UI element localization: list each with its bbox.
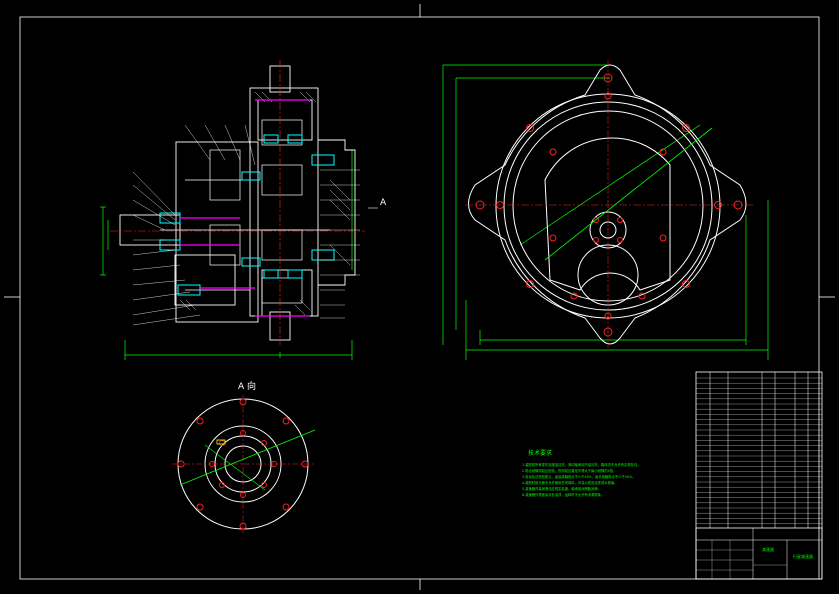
drawing-name: 减速器 [762, 546, 774, 552]
note-line: 4.装配时剖分面不允许使用任何填料，可涂以密封油漆或水玻璃。 [522, 480, 617, 485]
note-line: 5.减速器内装润滑油至规定高度，轴承用润滑脂润滑。 [522, 486, 601, 491]
title-block: 减速器 行星减速器 [695, 527, 823, 580]
note-line: 2.啮合侧隙用铅丝检验，所用铅丝直径不得大于最小侧隙的4倍。 [522, 468, 616, 473]
note-line: 1.装配前所有零件用煤油清洗，滚动轴承用汽油清洗，箱体内不允许有杂物存在。 [522, 462, 641, 467]
drawing-frame [4, 4, 835, 590]
technical-notes: 技术要求 1.装配前所有零件用煤油清洗，滚动轴承用汽油清洗，箱体内不允许有杂物存… [522, 449, 641, 497]
school-name: 行星减速器 [793, 553, 813, 559]
view-a-title: A 向 [238, 380, 256, 392]
section-view: A [100, 60, 387, 360]
note-line: 3.用涂色法检验斑点，齿高接触斑点不少于40%，齿长接触斑点不少于50%。 [522, 474, 635, 479]
notes-title: 技术要求 [528, 449, 552, 457]
view-a: A 向 [172, 380, 316, 533]
note-line: 6.减速器外表面涂灰色油漆，运转时不允许有渗漏现象。 [522, 492, 604, 497]
section-marker-label: A [380, 198, 387, 208]
plan-view [442, 60, 769, 360]
